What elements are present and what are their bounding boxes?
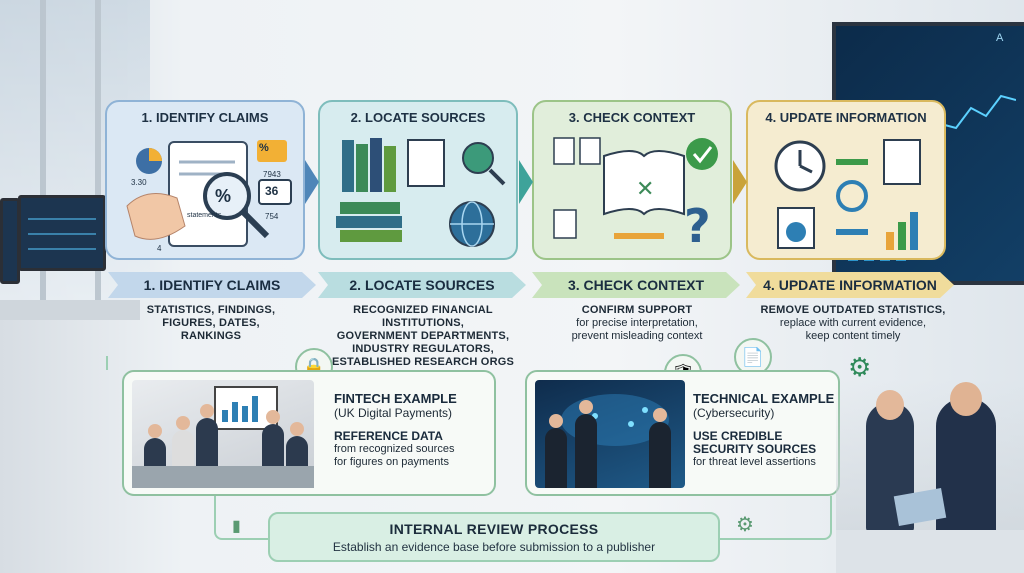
technical-subtitle: (Cybersecurity) [693, 406, 775, 420]
person-man [936, 398, 996, 548]
stage-banner: 2. LOCATE SOURCES [318, 272, 526, 298]
stage-description: REMOVE OUTDATED STATISTICS, replace with… [746, 304, 960, 343]
gears-icon: ⚙ [736, 514, 754, 536]
stage-banner: 4. UPDATE INFORMATION [746, 272, 954, 298]
desk-papers [836, 530, 1024, 573]
meeting-table [132, 466, 314, 488]
chevron-right-icon [305, 160, 319, 204]
person [545, 414, 567, 488]
desc-line: for precise interpretation, [576, 317, 698, 329]
card-title: 2. LOCATE SOURCES [350, 110, 486, 125]
fintech-subtitle: (UK Digital Payments) [334, 406, 453, 420]
stage-description: CONFIRM SUPPORT for precise interpretati… [530, 304, 744, 343]
fintech-text: FINTECH EXAMPLE (UK Digital Payments) RE… [334, 392, 457, 469]
number-36: 36 [265, 184, 279, 198]
office-desk [0, 300, 140, 320]
desc-line: RANKINGS [180, 330, 242, 342]
stage-description: STATISTICS, FINDINGS, FIGURES, DATES, RA… [104, 304, 318, 343]
bar-chart-icon [222, 396, 258, 422]
books-globe-icon [336, 138, 506, 247]
person-face [876, 390, 904, 420]
business-people-photo [836, 380, 1024, 573]
connector-line [720, 496, 832, 540]
meeting-photo [132, 380, 314, 488]
desc-line: INDUSTRY REGULATORS, [352, 343, 494, 355]
card-title: 3. CHECK CONTEXT [568, 110, 696, 125]
chevron-right-icon [519, 160, 533, 204]
technical-text: TECHNICAL EXAMPLE (Cybersecurity) USE CR… [693, 392, 834, 469]
internal-review-panel: INTERNAL REVIEW PROCESS Establish an evi… [268, 512, 720, 562]
reference-line: from recognized sources [334, 443, 455, 455]
svg-text:✕: ✕ [636, 177, 654, 202]
left-monitor [18, 195, 106, 271]
person [649, 408, 671, 488]
number-330: 3.30 [131, 178, 147, 187]
stage-card-identify-claims: 1. IDENTIFY CLAIMS % % 7943 36 754 3.30 … [105, 100, 305, 260]
connector-line [106, 356, 108, 370]
stage-card-check-context: 3. CHECK CONTEXT ✕ ? [532, 100, 732, 260]
person [575, 400, 597, 488]
stage-card-update-information: 4. UPDATE INFORMATION [746, 100, 946, 260]
svg-text:?: ? [684, 199, 711, 253]
person-face [950, 382, 982, 416]
reference-line: for figures on payments [334, 456, 449, 468]
technical-example-panel: TECHNICAL EXAMPLE (Cybersecurity) USE CR… [525, 370, 840, 496]
stage-banner: 1. IDENTIFY CLAIMS [108, 272, 316, 298]
card-title: 4. UPDATE INFORMATION [765, 110, 927, 125]
fintech-example-panel: FINTECH EXAMPLE (UK Digital Payments) RE… [122, 370, 496, 496]
number-4: 4 [157, 244, 162, 253]
percent-symbol: % [215, 186, 232, 206]
document-magnifier-icon [126, 140, 292, 247]
stage-banner: 3. CHECK CONTEXT [532, 272, 740, 298]
technical-heading: TECHNICAL EXAMPLE [693, 391, 835, 406]
wall-screen-label: A [996, 32, 1004, 44]
use-heading: SECURITY SOURCES [693, 442, 817, 456]
chart-icon: ▮ [232, 518, 241, 535]
percent-tag: % [259, 142, 269, 154]
statements-label: statements [187, 212, 222, 219]
security-operations-photo [535, 380, 685, 488]
desc-line: GOVERNMENT DEPARTMENTS, [336, 330, 510, 342]
fintech-heading: FINTECH EXAMPLE [334, 391, 457, 406]
book-check-question-icon: ✕ ? [553, 137, 718, 253]
desc-line: prevent misleading context [571, 330, 703, 342]
gear-icon: ⚙ [848, 352, 872, 382]
connector-line [214, 496, 272, 540]
card-title: 1. IDENTIFY CLAIMS [141, 110, 269, 125]
reference-heading: REFERENCE DATA [334, 429, 443, 443]
desc-line: FIGURES, DATES, [162, 317, 260, 329]
number-754: 754 [265, 212, 279, 221]
stage-card-locate-sources: 2. LOCATE SOURCES [318, 100, 518, 260]
desc-head: CONFIRM SUPPORT [581, 304, 693, 316]
desc-line: STATISTICS, FINDINGS, [146, 304, 276, 316]
desc-head: REMOVE OUTDATED STATISTICS, [760, 304, 946, 316]
review-title: INTERNAL REVIEW PROCESS [389, 521, 599, 537]
stage-description: RECOGNIZED FINANCIAL INSTITUTIONS, GOVER… [314, 304, 532, 369]
review-subtitle: Establish an evidence base before submis… [332, 540, 656, 554]
desc-line: replace with current evidence, [779, 317, 927, 329]
chevron-right-icon [733, 160, 747, 204]
use-line: for threat level assertions [693, 456, 816, 468]
clock-refresh-chart-icon [774, 139, 921, 250]
desc-line: keep content timely [805, 330, 901, 342]
desc-line: RECOGNIZED FINANCIAL INSTITUTIONS, [353, 304, 493, 329]
presentation-screen [214, 386, 278, 430]
document-icon: 📄 [734, 338, 772, 376]
number-7943: 7943 [263, 170, 281, 179]
left-monitor-2 [0, 198, 20, 284]
desc-line: ESTABLISHED RESEARCH ORGS [331, 356, 515, 368]
use-heading: USE CREDIBLE [693, 429, 783, 443]
